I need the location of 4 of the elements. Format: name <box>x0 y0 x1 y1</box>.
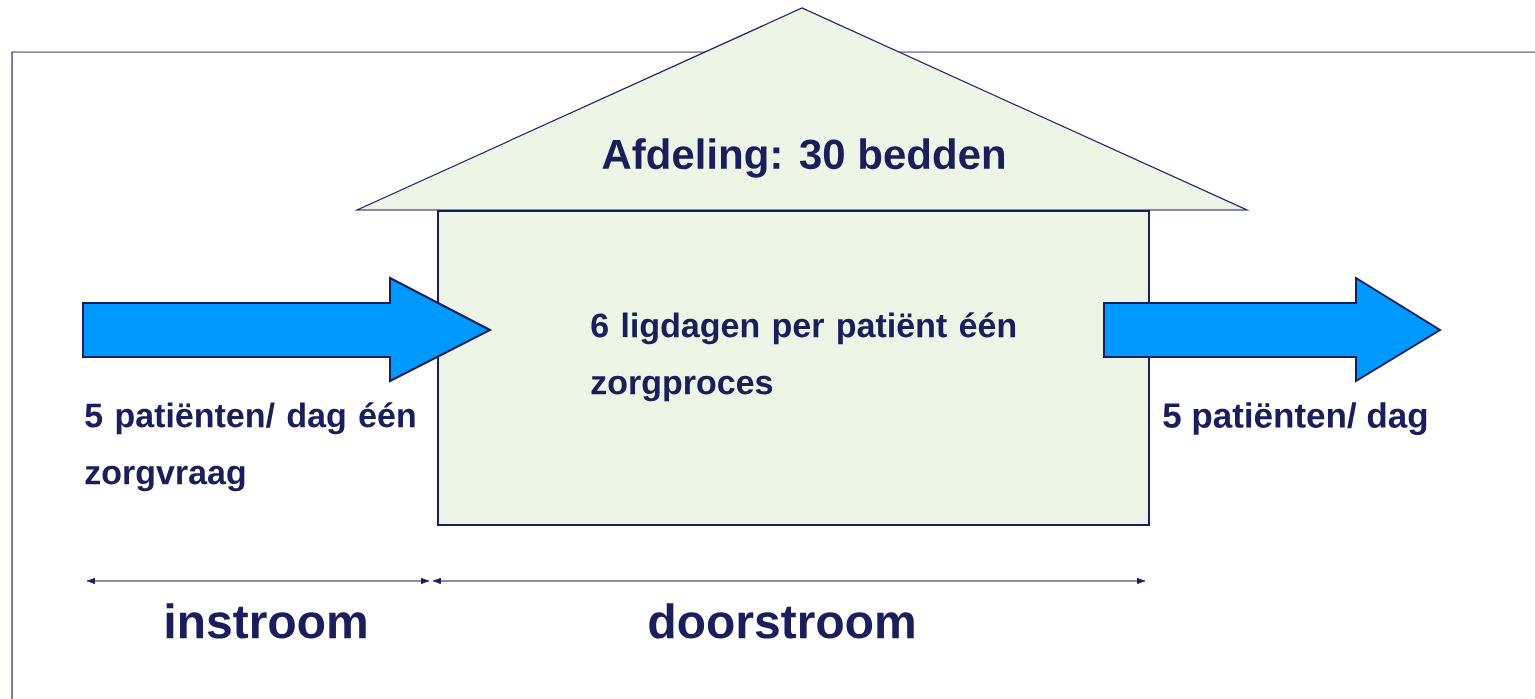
house-box: 6 ligdagen per patiënt één zorgproces <box>437 210 1150 526</box>
dimension-label: instroom <box>166 603 366 639</box>
dimension-label: doorstroom <box>649 603 914 639</box>
block-arrow <box>1103 276 1442 383</box>
